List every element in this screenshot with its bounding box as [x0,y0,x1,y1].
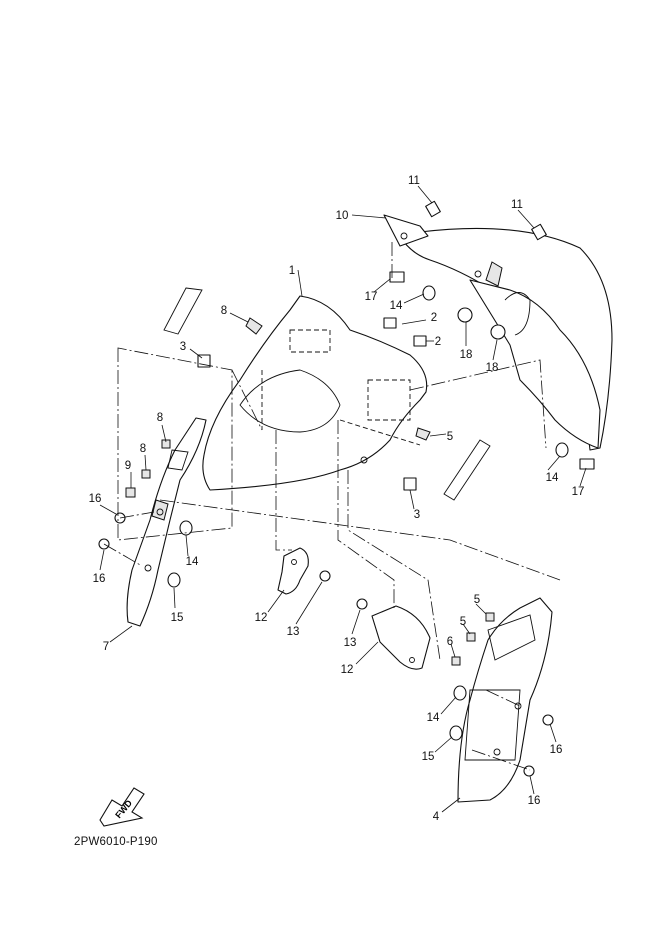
callout-10: 10 [336,210,349,222]
callout-14c: 14 [546,472,559,484]
front-fender-part [202,295,428,491]
leader-lines [99,185,587,813]
callout-5b: 5 [474,594,480,606]
callout-11a: 11 [408,175,420,187]
callout-14a: 14 [390,300,403,312]
callout-17a: 17 [365,291,378,303]
callout-2a: 2 [431,312,437,324]
rear-fender-part [383,214,613,451]
callout-5a: 5 [447,431,453,443]
callout-4: 4 [433,811,440,823]
callout-9: 9 [125,460,131,472]
callout-3b: 3 [414,509,420,521]
decal-parts [163,287,491,501]
callout-14d: 14 [427,712,440,724]
callout-16b: 16 [93,573,106,585]
callout-16c: 16 [550,744,563,756]
callout-1: 1 [289,265,295,277]
reference-code: 2PW6010-P190 [74,836,158,848]
callout-17b: 17 [572,486,585,498]
hardware-parts [98,200,595,777]
callout-7: 7 [103,641,109,653]
callout-labels: 1 11 11 10 17 14 2 2 18 18 3 8 8 8 9 16 … [89,175,585,823]
callout-13a: 13 [287,626,300,638]
callout-15b: 15 [422,751,435,763]
callout-12b: 12 [341,664,354,676]
callout-18a: 18 [460,349,473,361]
assembly-lines [103,242,561,771]
fwd-arrow-icon: FWD [99,787,145,827]
callout-2b: 2 [435,336,441,348]
callout-5c: 5 [460,616,466,628]
callout-8b: 8 [157,412,163,424]
right-side-cover-part [457,597,553,803]
callout-11b: 11 [511,199,523,211]
callout-6: 6 [447,636,453,648]
callout-14b: 14 [186,556,199,568]
left-side-cover-part [126,417,207,627]
callout-12a: 12 [255,612,268,624]
callout-3a: 3 [180,341,186,353]
bracket-parts [277,547,431,670]
callout-8c: 8 [140,443,146,455]
callout-18b: 18 [486,362,499,374]
callout-8a: 8 [221,305,227,317]
callout-15a: 15 [171,612,184,624]
callout-16d: 16 [528,795,541,807]
callout-13b: 13 [344,637,357,649]
callout-16a: 16 [89,493,102,505]
